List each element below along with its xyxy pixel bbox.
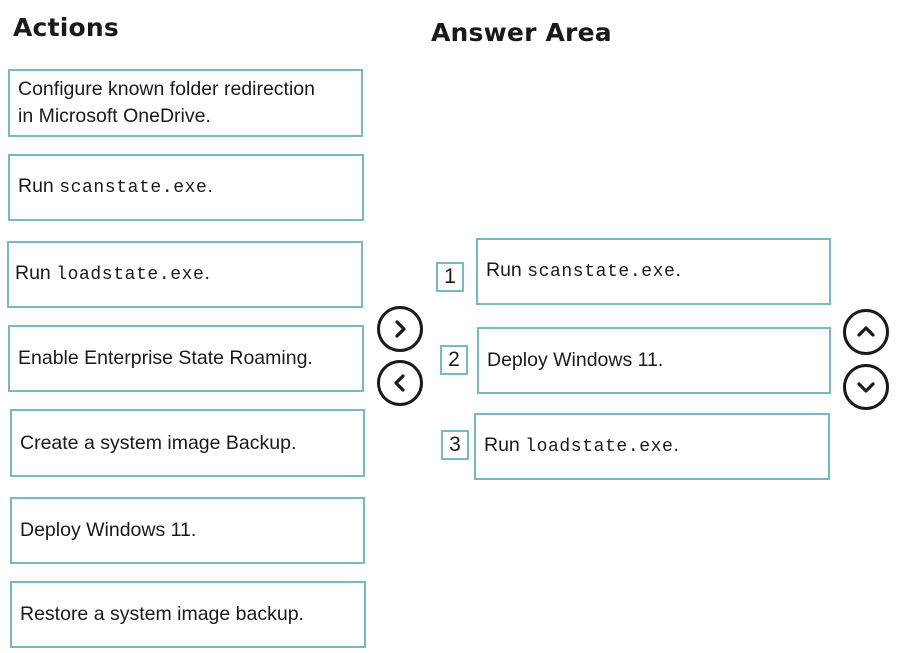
answer-item-2[interactable]: Deploy Windows 11.	[477, 327, 831, 394]
action-item-label: Run loadstate.exe.	[15, 260, 210, 289]
action-item-label: Enable Enterprise State Roaming.	[18, 347, 313, 369]
move-left-button[interactable]	[377, 360, 423, 406]
action-suffix: .	[207, 175, 213, 197]
answer-code: scanstate.exe	[527, 262, 676, 282]
answer-code: loadstate.exe	[525, 437, 674, 457]
move-down-button[interactable]	[843, 364, 889, 410]
action-item-line-1: Configure known folder redirection	[18, 78, 315, 100]
action-item-deploy-windows[interactable]: Deploy Windows 11.	[10, 497, 365, 564]
answer-prefix: Run	[484, 434, 526, 456]
chevron-down-icon	[857, 382, 875, 393]
answer-item-1[interactable]: Run scanstate.exe.	[476, 238, 831, 305]
answer-number-2: 2	[440, 345, 468, 375]
action-item-restore-backup[interactable]: Restore a system image backup.	[10, 581, 366, 648]
chevron-left-icon	[394, 374, 405, 392]
chevron-right-icon	[395, 320, 406, 338]
answer-number-1: 1	[436, 262, 464, 292]
answer-suffix: .	[673, 434, 679, 456]
action-code: loadstate.exe	[56, 265, 205, 285]
move-up-button[interactable]	[843, 309, 889, 355]
action-item-create-backup[interactable]: Create a system image Backup.	[10, 409, 365, 477]
action-item-label: Deploy Windows 11.	[20, 519, 197, 541]
chevron-up-icon	[857, 326, 875, 337]
answer-item-label: Run scanstate.exe.	[486, 257, 681, 286]
action-item-label: Create a system image Backup.	[20, 431, 297, 454]
move-right-button[interactable]	[377, 306, 423, 352]
action-item-line-2: in Microsoft OneDrive.	[18, 105, 211, 127]
action-item-label: Run scanstate.exe.	[18, 173, 213, 202]
answer-item-3[interactable]: Run loadstate.exe.	[474, 413, 830, 480]
answer-number-3: 3	[441, 430, 469, 460]
action-code: scanstate.exe	[59, 178, 208, 198]
action-item-configure-kfr[interactable]: Configure known folder redirection in Mi…	[8, 69, 363, 137]
answer-area-heading: Answer Area	[431, 18, 612, 47]
action-prefix: Run	[15, 262, 57, 284]
answer-item-label: Run loadstate.exe.	[484, 432, 679, 461]
action-prefix: Run	[18, 175, 60, 197]
action-item-run-loadstate[interactable]: Run loadstate.exe.	[7, 241, 363, 308]
answer-suffix: .	[675, 259, 681, 281]
action-item-label: Restore a system image backup.	[20, 603, 304, 625]
actions-heading: Actions	[13, 13, 119, 42]
action-item-run-scanstate[interactable]: Run scanstate.exe.	[8, 154, 364, 221]
answer-item-label: Deploy Windows 11.	[487, 349, 664, 371]
answer-prefix: Run	[486, 259, 528, 281]
action-suffix: .	[204, 262, 210, 284]
action-item-enable-esr[interactable]: Enable Enterprise State Roaming.	[8, 325, 364, 392]
